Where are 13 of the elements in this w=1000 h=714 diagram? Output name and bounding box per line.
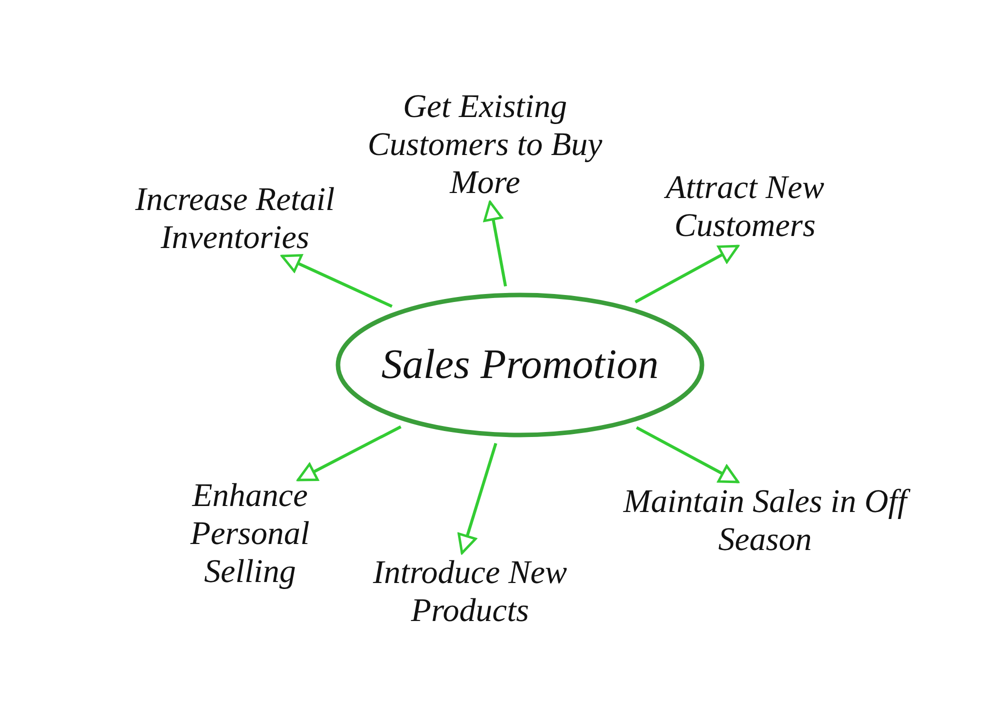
goal-text: Introduce New Products — [372, 554, 568, 630]
arrow — [483, 200, 507, 286]
goal-text: Maintain Sales in Off Season — [615, 483, 915, 559]
arrow — [458, 442, 498, 554]
goal-text: Increase Retail Inventories — [134, 181, 336, 257]
arrow — [634, 244, 740, 304]
arrow — [280, 254, 393, 308]
arrow — [296, 425, 402, 482]
goal-text: Get Existing Customers to Buy More — [366, 88, 604, 202]
goal-text: Enhance Personal Selling — [189, 477, 311, 591]
arrow — [636, 426, 740, 484]
center-topic: Sales Promotion — [381, 341, 659, 390]
goal-text: Attract New Customers — [663, 169, 826, 245]
